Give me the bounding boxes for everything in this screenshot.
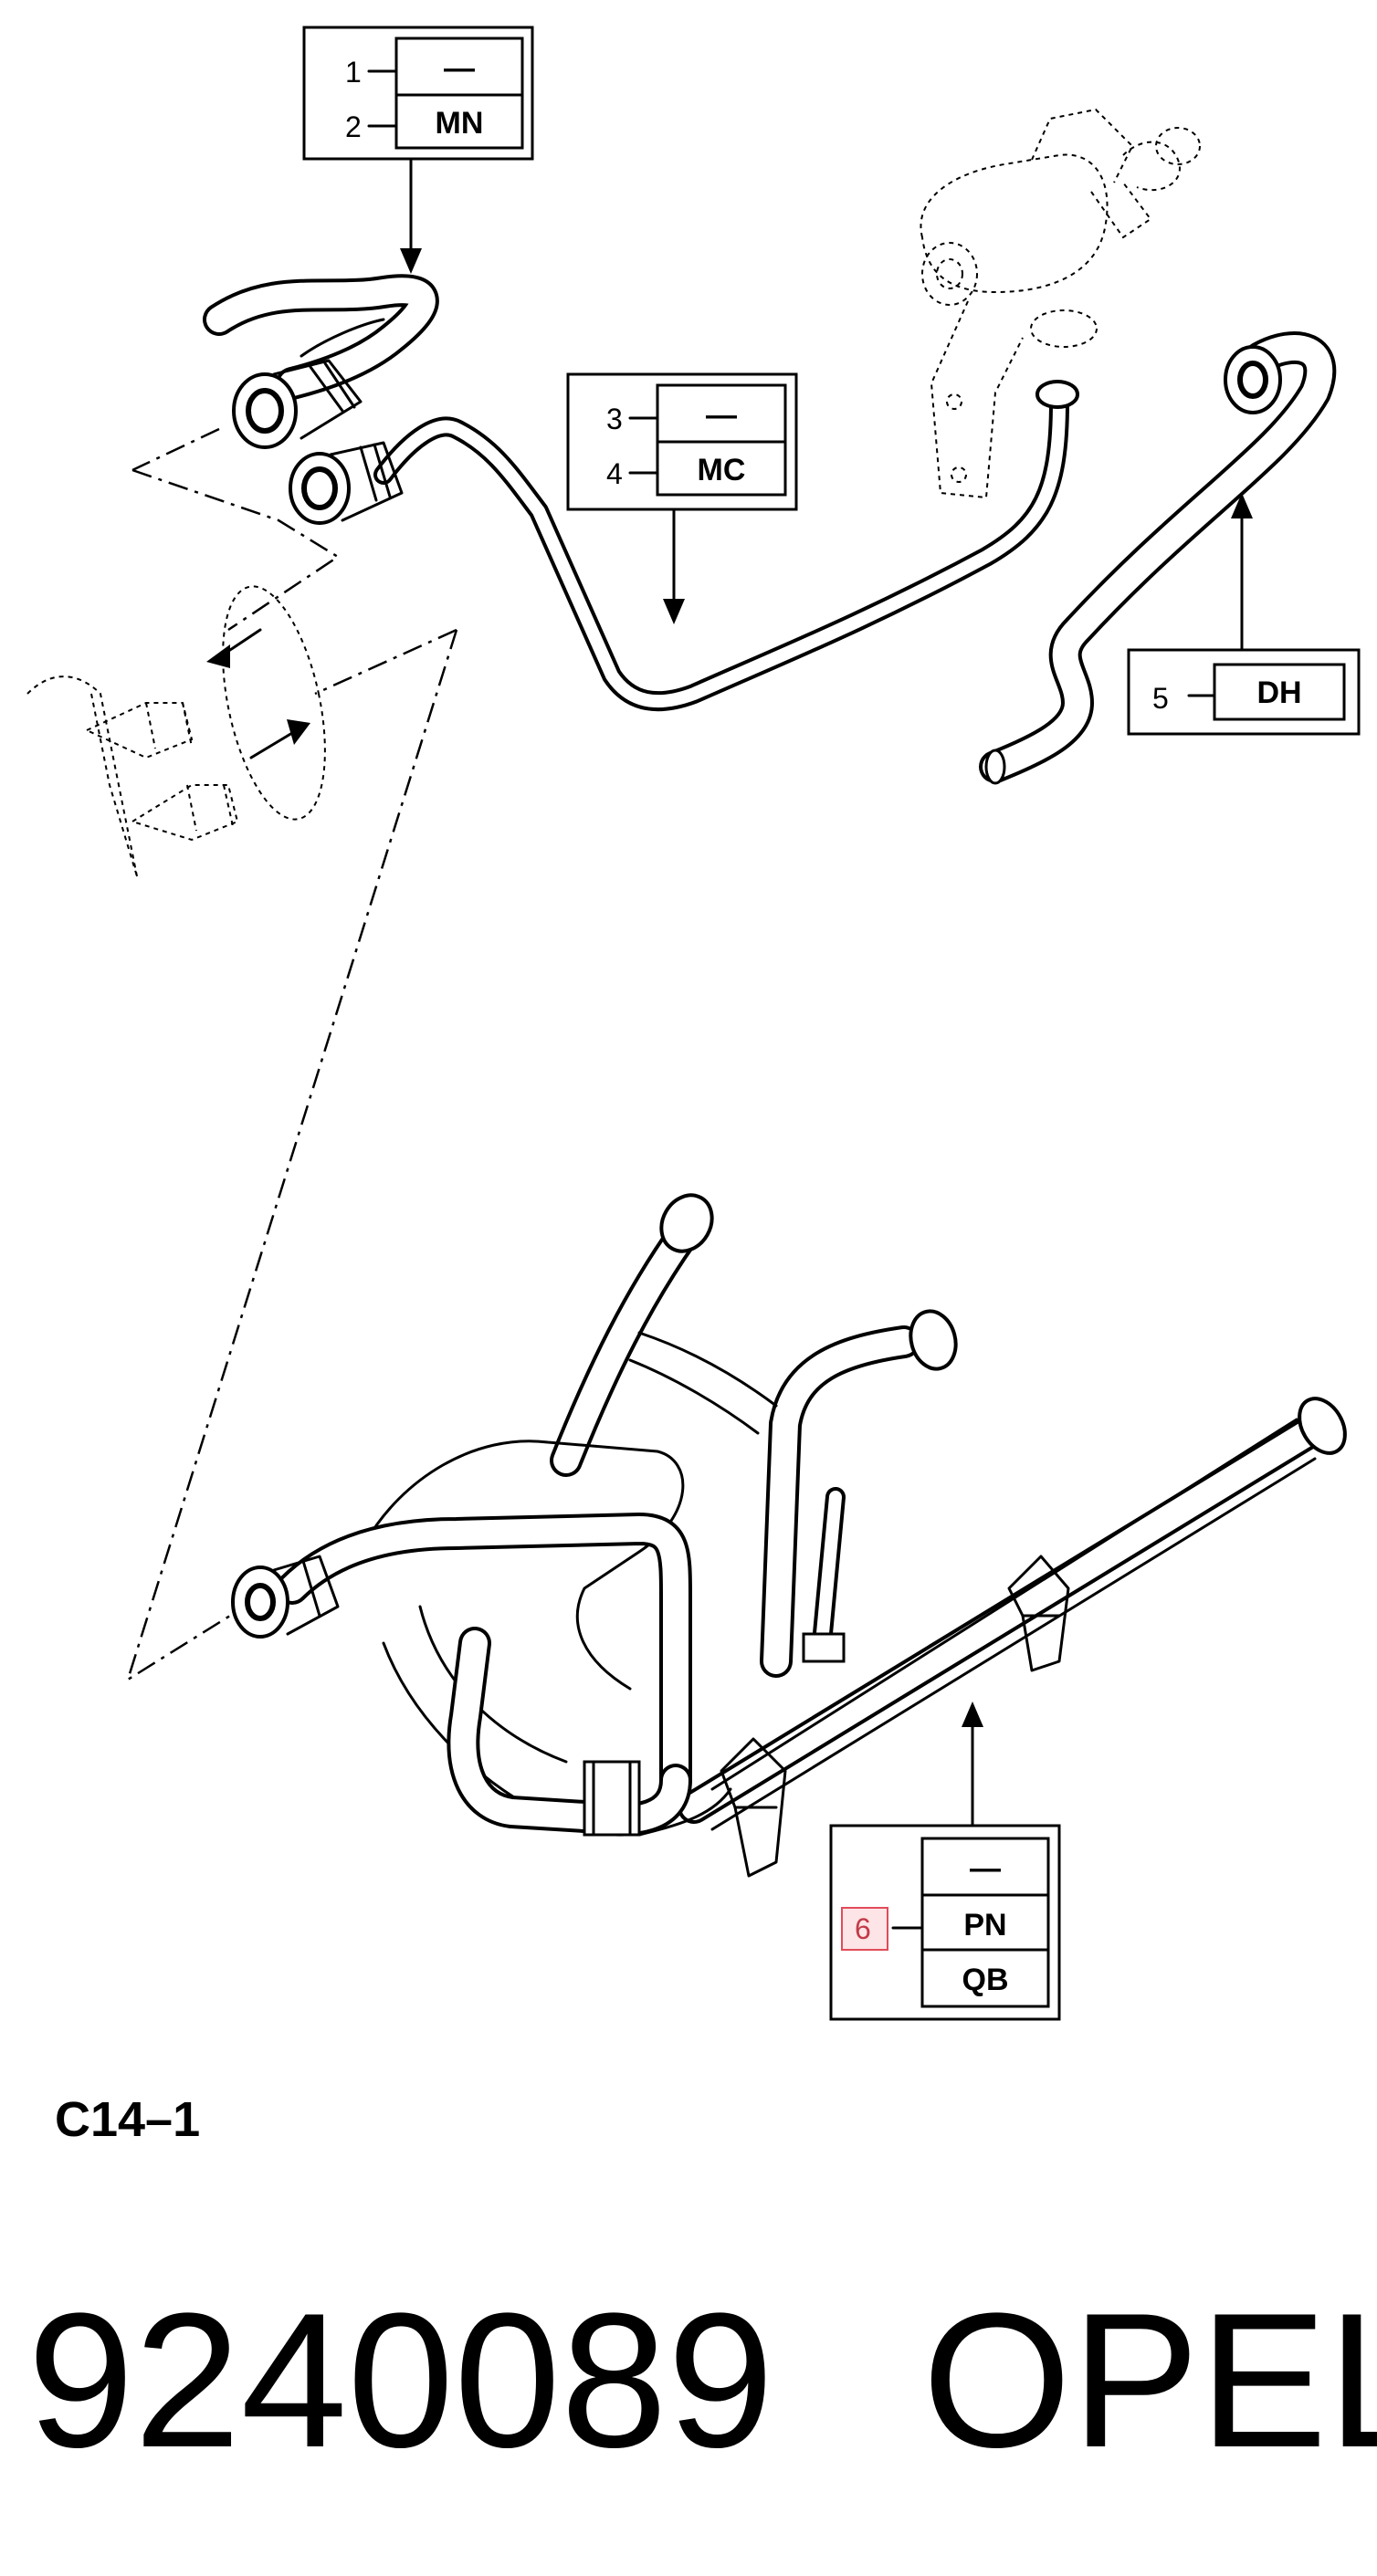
arrow-left-icon <box>206 644 230 668</box>
engine-block-detail <box>26 585 326 877</box>
code-box-6a[interactable] <box>920 1837 1050 1897</box>
highlight-label-6 <box>841 1907 888 1951</box>
callout-group-1-2: 1 — 2 MN <box>302 26 534 274</box>
callout-label-2: 2 <box>345 110 362 143</box>
hose-part-3-4 <box>289 380 1079 712</box>
arrow-head-icon <box>663 599 685 624</box>
hose-part-5 <box>979 331 1337 785</box>
valve-assembly <box>920 108 1201 499</box>
arrow-head-icon <box>962 1702 983 1727</box>
callout-label-3: 3 <box>606 403 623 435</box>
arrow-right-icon <box>287 719 310 745</box>
code-box-6c[interactable] <box>920 1948 1050 2008</box>
callout-group-5: 5 DH <box>1127 493 1361 736</box>
callout-code-6b: PN <box>963 1908 1006 1942</box>
callout-code-2: MN <box>436 106 484 141</box>
heater-pipe-assembly <box>231 1193 1347 1878</box>
code-box-4[interactable] <box>656 440 787 497</box>
code-box-2[interactable] <box>394 93 524 150</box>
callout-label-4: 4 <box>606 457 623 490</box>
callout-code-6a: — <box>970 1851 1001 1886</box>
callout-code-5: DH <box>1256 675 1301 710</box>
code-box-5[interactable] <box>1213 663 1346 721</box>
guide-lines <box>125 427 458 1682</box>
callout-code-6c: QB <box>962 1963 1009 1997</box>
hose-part-1-2 <box>203 274 439 449</box>
part-number: 9240089 <box>27 2273 774 2487</box>
callout-label-1: 1 <box>345 56 362 89</box>
callout-code-3: — <box>706 398 737 433</box>
arrow-head-icon <box>1231 493 1253 518</box>
callout-code-4: MC <box>698 453 746 487</box>
callout-label-6: 6 <box>855 1912 871 1945</box>
diagram-code: C14–1 <box>55 2092 200 2147</box>
callout-group-3-4: 3 — 4 MC <box>566 372 798 624</box>
callout-group-6: 6 — PN QB <box>829 1702 1061 2021</box>
callout-code-1: — <box>444 51 475 86</box>
brand-name: OPEL <box>922 2273 1377 2487</box>
callout-label-5: 5 <box>1152 682 1169 715</box>
arrow-head-icon <box>400 248 422 274</box>
